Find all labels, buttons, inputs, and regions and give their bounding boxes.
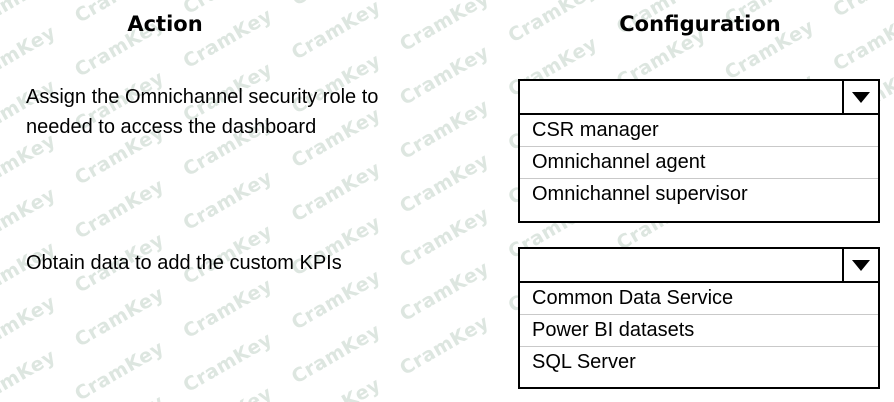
chevron-down-icon bbox=[852, 259, 870, 271]
chevron-down-icon bbox=[852, 91, 870, 103]
dropdown-option[interactable]: SQL Server bbox=[532, 351, 636, 373]
dropdown-option[interactable]: Omnichannel agent bbox=[520, 147, 878, 179]
column-header-configuration: Configuration bbox=[619, 12, 781, 36]
dropdown-combo-field-row-2[interactable] bbox=[520, 249, 878, 283]
dropdown-option[interactable]: Omnichannel supervisor bbox=[532, 183, 748, 205]
dropdown-option-list-row-2[interactable]: Common Data Service Power BI datasets SQ… bbox=[520, 283, 878, 378]
dropdown-toggle-button-row-1[interactable] bbox=[842, 81, 878, 113]
action-text-row-1: Assign the Omnichannel security role to … bbox=[26, 86, 379, 138]
dropdown-combo-field-row-1[interactable] bbox=[520, 81, 878, 115]
dropdown-option-list-row-1[interactable]: CSR manager Omnichannel agent Omnichanne… bbox=[520, 115, 878, 210]
dropdown-option[interactable]: CSR manager bbox=[520, 115, 878, 147]
dropdown-option[interactable]: Power BI datasets bbox=[520, 315, 878, 347]
configuration-dropdown-row-2[interactable]: Common Data Service Power BI datasets SQ… bbox=[518, 247, 880, 389]
dropdown-toggle-button-row-2[interactable] bbox=[842, 249, 878, 281]
dropdown-option[interactable]: Common Data Service bbox=[520, 283, 878, 315]
column-header-action: Action bbox=[127, 12, 203, 36]
action-text-row-2: Obtain data to add the custom KPIs bbox=[26, 252, 342, 274]
configuration-dropdown-row-1[interactable]: CSR manager Omnichannel agent Omnichanne… bbox=[518, 79, 880, 223]
